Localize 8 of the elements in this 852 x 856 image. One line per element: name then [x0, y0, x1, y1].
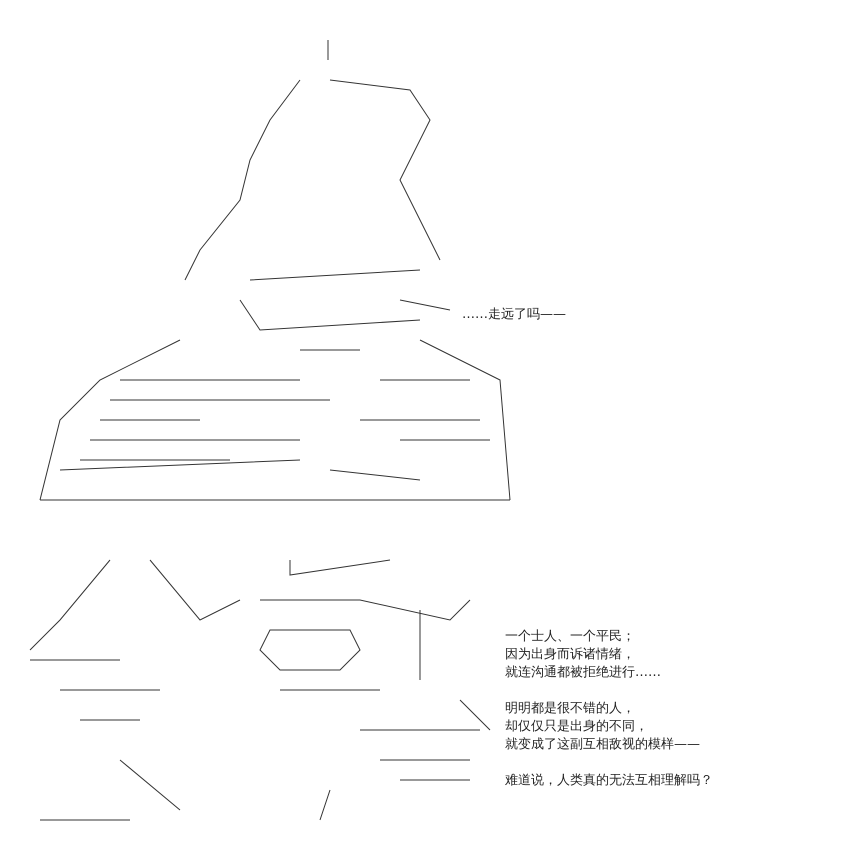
dialogue-text: 难道说，人类真的无法互相理解吗？ — [505, 772, 713, 790]
dialogue-text: ……走远了吗—— — [462, 306, 566, 324]
dialogue-text: 却仅仅只是出身的不同， — [505, 718, 648, 736]
dialogue-text: 因为出身而诉诸情绪， — [505, 646, 635, 664]
dialogue-text: 一个士人、一个平民； — [505, 628, 635, 646]
dialogue-text: 就变成了这副互相敌视的模样—— — [505, 736, 700, 754]
dialogue-text: 明明都是很不错的人， — [505, 700, 635, 718]
dialogue-text: 就连沟通都被拒绝进行…… — [505, 664, 661, 682]
